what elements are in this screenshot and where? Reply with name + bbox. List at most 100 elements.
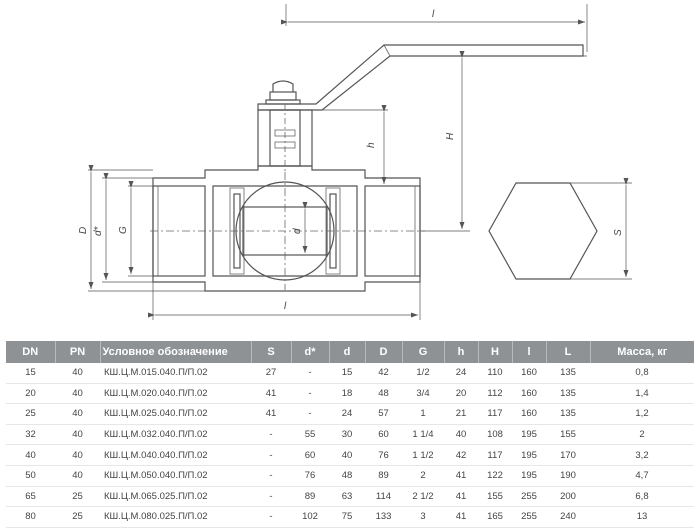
- cell-dn: 65: [6, 486, 55, 508]
- cell-d-star: -: [291, 363, 329, 384]
- cell-g: 3: [402, 506, 444, 528]
- cell-D: 57: [365, 403, 402, 425]
- dimension-l-bottom: l: [148, 282, 421, 320]
- dimension-H: H: [420, 51, 587, 232]
- cell-l: 255: [512, 506, 546, 528]
- cell-s: -: [251, 506, 291, 528]
- dimension-G: G: [118, 181, 153, 277]
- cell-dn: 32: [6, 424, 55, 446]
- cell-D: 42: [365, 363, 402, 384]
- cell-d: 63: [329, 486, 365, 508]
- header-g: G: [402, 341, 445, 363]
- cell-g: 1/2: [402, 363, 444, 384]
- cell-l: 195: [512, 444, 546, 466]
- cell-d-star: -: [291, 403, 329, 425]
- cell-dn: 50: [6, 465, 55, 487]
- cell-g: 1: [402, 403, 444, 425]
- cell-mass: 13: [590, 506, 694, 528]
- label-d-star: d*: [93, 225, 104, 236]
- dimension-d: d: [292, 202, 308, 253]
- dimension-D: D: [78, 165, 205, 292]
- table-row: 15 40 КШ.Ц.М.015.040.П/П.02 27 - 15 42 1…: [6, 363, 694, 384]
- cell-d-star: 76: [291, 465, 329, 487]
- cell-s: 27: [251, 363, 291, 384]
- cell-dn: 25: [6, 403, 55, 425]
- cell-d: 24: [329, 403, 365, 425]
- header-d: d: [329, 341, 366, 363]
- cell-H: 108: [478, 424, 512, 446]
- cell-H: 165: [478, 506, 512, 528]
- cell-d-star: 89: [291, 486, 329, 508]
- cell-d: 40: [329, 444, 365, 466]
- header-d-star: d*: [291, 341, 330, 363]
- cell-d: 18: [329, 383, 365, 405]
- cell-g: 1 1/2: [402, 444, 444, 466]
- cell-l: 195: [512, 424, 546, 446]
- header-dn: DN: [6, 341, 56, 363]
- cell-H: 122: [478, 465, 512, 487]
- cell-s: 41: [251, 403, 291, 425]
- cell-h: 42: [444, 444, 478, 466]
- cell-L: 135: [546, 363, 590, 384]
- cell-g: 2: [402, 465, 444, 487]
- cell-l: 255: [512, 486, 546, 508]
- cell-designation: КШ.Ц.М.032.040.П/П.02: [100, 424, 251, 446]
- cell-L: 240: [546, 506, 590, 528]
- cell-pn: 40: [55, 403, 100, 425]
- cell-H: 112: [478, 383, 512, 405]
- cell-mass: 3,2: [590, 444, 694, 466]
- specification-table: DN PN Условное обозначение S d* d D G h …: [6, 341, 694, 528]
- cell-designation: КШ.Ц.М.080.025.П/П.02: [100, 506, 251, 528]
- cell-pn: 40: [55, 383, 100, 405]
- cell-H: 155: [478, 486, 512, 508]
- cell-d-star: 102: [291, 506, 329, 528]
- cell-mass: 2: [590, 424, 694, 446]
- label-H: H: [445, 132, 456, 140]
- header-L: L: [546, 341, 591, 363]
- header-h: h: [444, 341, 479, 363]
- cell-d: 75: [329, 506, 365, 528]
- cell-designation: КШ.Ц.М.025.040.П/П.02: [100, 403, 251, 425]
- hexagon-end-view: S: [488, 178, 632, 280]
- dimension-h: h: [300, 105, 388, 184]
- cell-g: 2 1/2: [402, 486, 444, 508]
- cell-mass: 1,4: [590, 383, 694, 405]
- label-D: D: [78, 227, 89, 234]
- table-row: 50 40 КШ.Ц.М.050.040.П/П.02 - 76 48 89 2…: [6, 465, 694, 487]
- cell-h: 40: [444, 424, 478, 446]
- cell-g: 3/4: [402, 383, 444, 405]
- cell-d-star: 55: [291, 424, 329, 446]
- cell-H: 110: [478, 363, 512, 384]
- cell-designation: КШ.Ц.М.040.040.П/П.02: [100, 444, 251, 466]
- cell-mass: 4,7: [590, 465, 694, 487]
- label-l-bottom: l: [284, 301, 287, 312]
- table-row: 32 40 КШ.Ц.М.032.040.П/П.02 - 55 30 60 1…: [6, 424, 694, 446]
- header-D: D: [365, 341, 403, 363]
- header-mass: Масса, кг: [590, 341, 694, 363]
- header-H: H: [478, 341, 513, 363]
- cell-pn: 40: [55, 444, 100, 466]
- cell-d: 48: [329, 465, 365, 487]
- label-d: d: [292, 228, 303, 234]
- cell-designation: КШ.Ц.М.020.040.П/П.02: [100, 383, 251, 405]
- dimension-d-star: d*: [93, 173, 153, 283]
- cell-H: 117: [478, 403, 512, 425]
- valve-technical-drawing: l h: [78, 4, 632, 320]
- cell-dn: 80: [6, 506, 55, 528]
- cell-mass: 1,2: [590, 403, 694, 425]
- dimension-l-top: l: [281, 4, 588, 52]
- cell-mass: 6,8: [590, 486, 694, 508]
- cell-dn: 20: [6, 383, 55, 405]
- cell-mass: 0,8: [590, 363, 694, 384]
- header-l: l: [512, 341, 547, 363]
- cell-D: 76: [365, 444, 402, 466]
- cell-designation: КШ.Ц.М.015.040.П/П.02: [100, 363, 251, 384]
- table-row: 25 40 КШ.Ц.М.025.040.П/П.02 41 - 24 57 1…: [6, 403, 694, 425]
- cell-l: 160: [512, 383, 546, 405]
- cell-h: 41: [444, 486, 478, 508]
- cell-d-star: -: [291, 383, 329, 405]
- label-h: h: [366, 142, 377, 148]
- cell-s: -: [251, 486, 291, 508]
- cell-H: 117: [478, 444, 512, 466]
- label-l-top: l: [432, 9, 435, 20]
